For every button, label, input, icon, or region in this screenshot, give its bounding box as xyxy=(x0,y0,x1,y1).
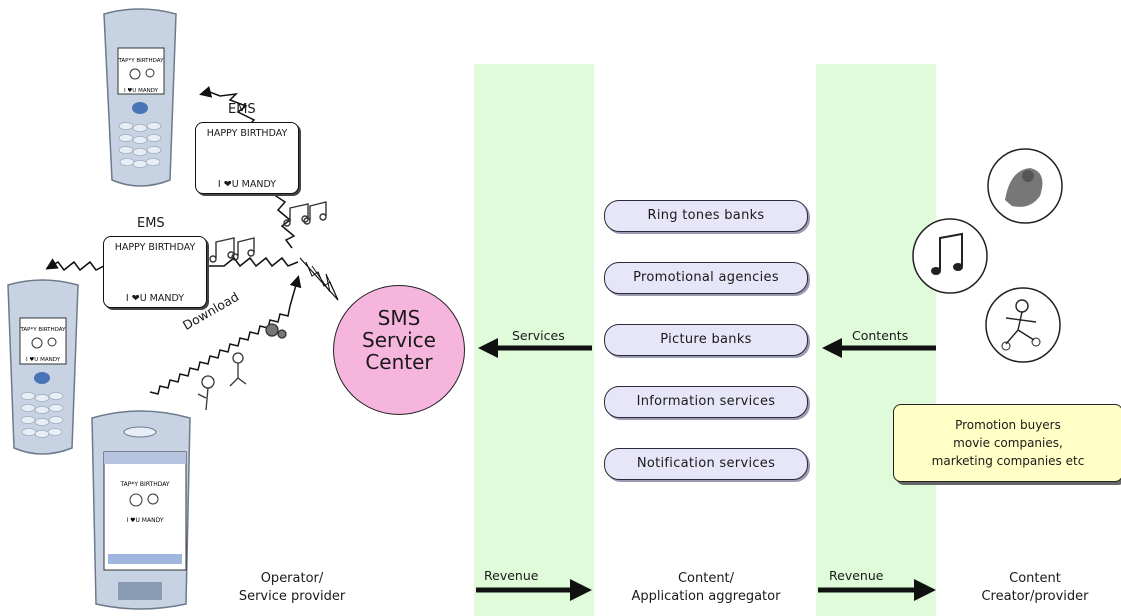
creator-line2: Creator/provider xyxy=(981,589,1089,604)
creator-band xyxy=(816,64,936,616)
music-notes-2-icon xyxy=(209,237,255,263)
services-label: Services xyxy=(512,328,565,343)
buyers-line1: Promotion buyers xyxy=(955,418,1061,432)
revenue-label-1: Revenue xyxy=(484,568,539,583)
ems-top-line1: HAPPY BIRTHDAY xyxy=(206,128,288,139)
sms-service-center: SMS Service Center xyxy=(333,285,465,415)
pill-notification-services: Notification services xyxy=(604,448,808,480)
ems-top-line2: I ❤U MANDY xyxy=(217,179,277,190)
pill-promotional-agencies: Promotional agencies xyxy=(604,262,808,294)
zigzag-to-middle-phone xyxy=(45,256,299,272)
ems-top-label: EMS xyxy=(228,102,256,117)
sms-line3: Center xyxy=(365,350,433,374)
aggregator-caption: Content/ Application aggregator xyxy=(614,570,798,606)
svg-text:TAP*Y BIRTHDAY: TAP*Y BIRTHDAY xyxy=(119,481,169,488)
ems-mid-card: HAPPY BIRTHDAY I ❤U MANDY xyxy=(103,236,207,308)
ems-top-card: HAPPY BIRTHDAY I ❤U MANDY xyxy=(195,122,299,194)
ems-mid-line2: I ❤U MANDY xyxy=(125,293,185,304)
operator-line1: Operator/ xyxy=(260,571,324,586)
pill-picture-banks: Picture banks xyxy=(604,324,808,356)
sms-line1: SMS xyxy=(377,306,421,330)
revenue-label-2: Revenue xyxy=(829,568,884,583)
svg-text:I ♥U MANDY: I ♥U MANDY xyxy=(126,517,163,524)
contents-label: Contents xyxy=(852,328,909,343)
svg-text:I ♥U MANDY: I ♥U MANDY xyxy=(26,357,61,363)
svg-text:TAP*Y BIRTHDAY: TAP*Y BIRTHDAY xyxy=(19,327,66,333)
zigzag-download xyxy=(149,275,302,395)
creator-line1: Content xyxy=(1009,571,1061,586)
dog-picture-icon xyxy=(987,148,1063,224)
ems-mid-line1: HAPPY BIRTHDAY xyxy=(114,242,196,253)
music-notes-icon xyxy=(283,201,327,227)
music-note-circle-icon xyxy=(912,218,988,294)
pill-ring-tones-banks: Ring tones banks xyxy=(604,200,808,232)
aggregator-line1: Content/ xyxy=(677,571,735,586)
stick-figure-picture-icon xyxy=(985,287,1061,363)
operator-line2: Service provider xyxy=(238,589,346,604)
svg-text:TAP*Y BIRTHDAY: TAP*Y BIRTHDAY xyxy=(117,58,164,64)
phone-middle-icon: TAP*Y BIRTHDAY I ♥U MANDY xyxy=(7,279,79,455)
promotion-buyers-box: Promotion buyers movie companies, market… xyxy=(893,404,1121,482)
operator-caption: Operator/ Service provider xyxy=(222,570,362,606)
ems-mid-label: EMS xyxy=(137,216,165,231)
aggregator-line2: Application aggregator xyxy=(631,589,781,604)
buyers-line3: marketing companies etc xyxy=(931,454,1085,468)
phone-pda-icon: TAP*Y BIRTHDAY I ♥U MANDY xyxy=(91,410,191,610)
buyers-line2: movie companies, xyxy=(953,436,1063,450)
flower-icon xyxy=(197,323,287,411)
pill-information-services: Information services xyxy=(604,386,808,418)
creator-caption: Content Creator/provider xyxy=(960,570,1110,606)
phone-top-icon: TAP*Y BIRTHDAY I ♥U MANDY xyxy=(103,8,177,187)
sms-line2: Service xyxy=(362,328,436,352)
svg-text:I ♥U MANDY: I ♥U MANDY xyxy=(124,88,159,94)
